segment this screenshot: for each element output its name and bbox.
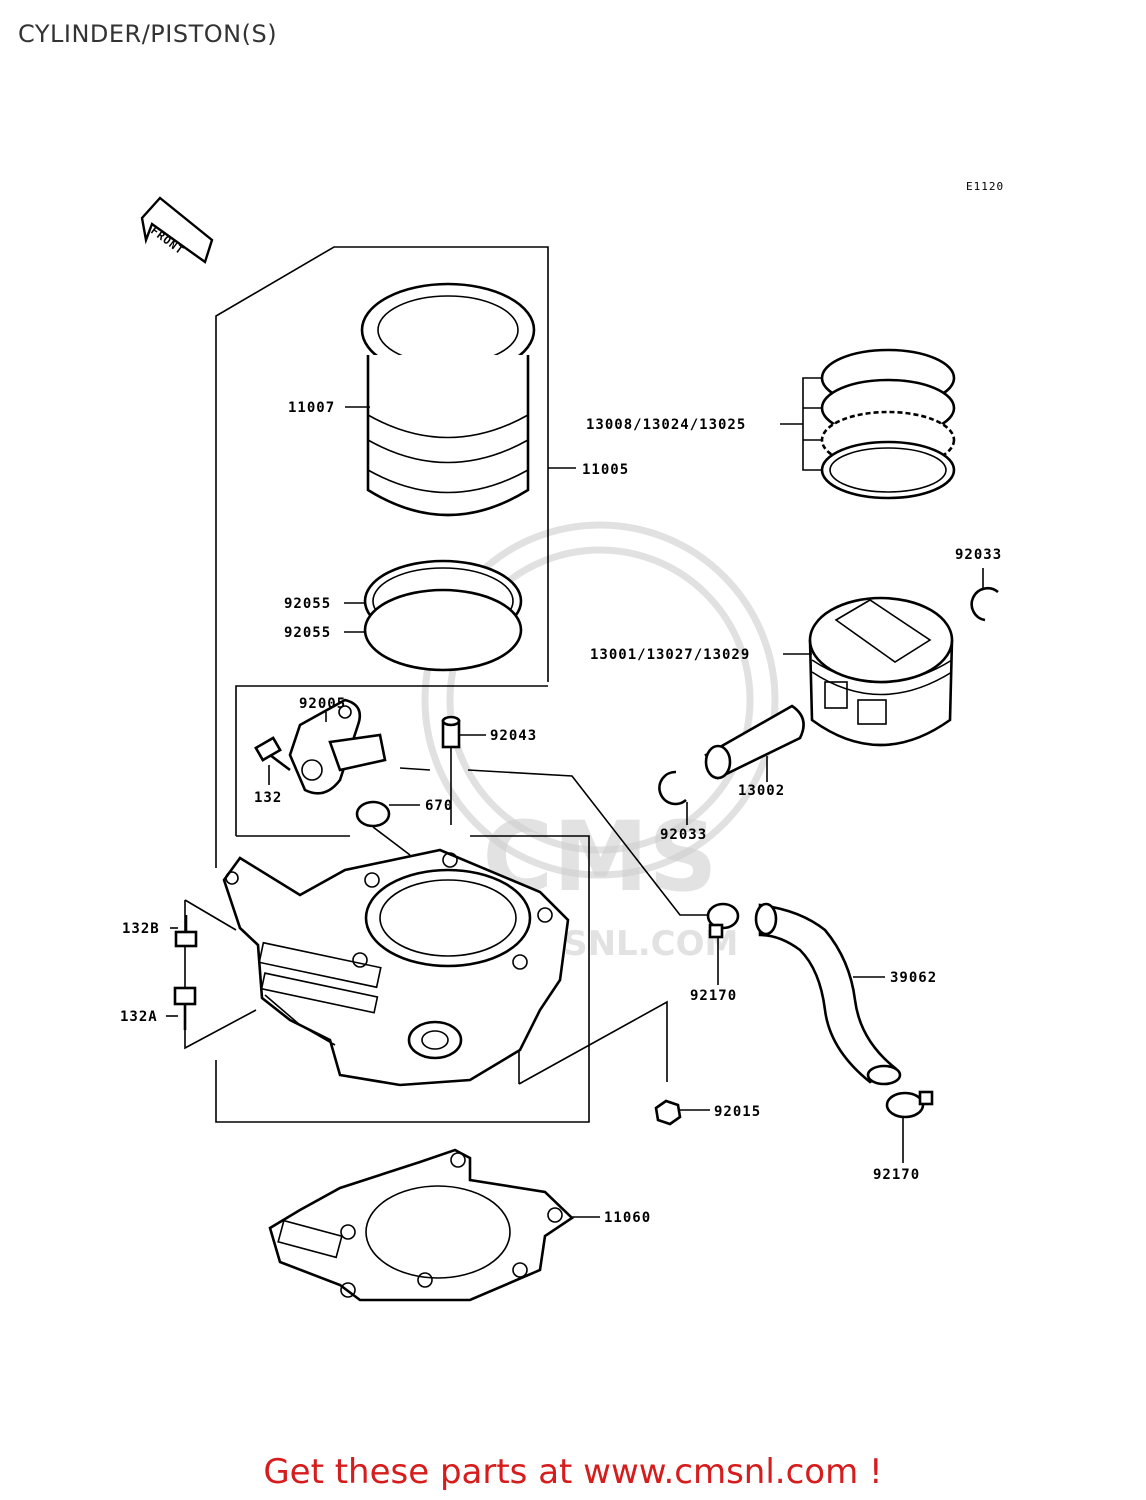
- part-label-132: 132: [254, 790, 282, 806]
- part-label-92170-lower: 92170: [873, 1167, 920, 1183]
- part-label-92005: 92005: [299, 696, 346, 712]
- circlip-lower: [658, 770, 687, 806]
- part-label-132b: 132B: [122, 921, 160, 937]
- leader-lines: [166, 377, 984, 1218]
- part-label-132a: 132A: [120, 1009, 158, 1025]
- dowel-pin: [441, 715, 461, 749]
- part-label-670: 670: [425, 798, 453, 814]
- part-label-92033-upper: 92033: [955, 547, 1002, 563]
- fitting-assembly: [254, 698, 387, 795]
- cta-link[interactable]: Get these parts at www.cmsnl.com !: [263, 1452, 883, 1492]
- part-label-11005: 11005: [582, 462, 629, 478]
- front-arrow-icon: FRONT: [140, 196, 214, 264]
- diagram-code: E1120: [966, 180, 1004, 193]
- part-label-92055-lower: 92055: [284, 625, 331, 641]
- parts-diagram: CMS WWW.CMSNL.COM E1120 FRONT: [120, 180, 1004, 1302]
- o-ring-small: [355, 800, 391, 828]
- part-label-13001: 13001/13027/13029: [590, 647, 750, 663]
- part-label-39062: 39062: [890, 970, 937, 986]
- piston-rings: [820, 348, 956, 500]
- nut: [654, 1099, 682, 1126]
- o-rings: [363, 559, 523, 672]
- part-label-11060: 11060: [604, 1210, 651, 1226]
- head-gasket: [268, 1148, 575, 1302]
- piston-pin: [704, 704, 805, 780]
- part-label-92055-upper: 92055: [284, 596, 331, 612]
- bolt-132b: [174, 915, 198, 948]
- piston: [808, 596, 954, 747]
- bolt-132a: [173, 986, 197, 1030]
- hose-clamp-upper: [706, 902, 740, 939]
- cylinder-sleeve: [360, 282, 536, 517]
- part-label-92043: 92043: [490, 728, 537, 744]
- part-label-92015: 92015: [714, 1104, 761, 1120]
- part-labels: 11007 11005 13008/13024/13025 92033 1300…: [120, 400, 1002, 1226]
- part-label-13008: 13008/13024/13025: [586, 417, 746, 433]
- group-outlines: [184, 246, 668, 1123]
- part-label-92033-lower: 92033: [660, 827, 707, 843]
- part-label-13002: 13002: [738, 783, 785, 799]
- cylinder-block: [222, 848, 570, 1087]
- circlip-upper: [970, 586, 999, 622]
- part-label-11007: 11007: [288, 400, 335, 416]
- part-label-92170-upper: 92170: [690, 988, 737, 1004]
- water-hose: [754, 902, 902, 1086]
- hose-clamp-lower: [885, 1090, 934, 1119]
- page-title: CYLINDER/PISTON(S): [18, 20, 278, 48]
